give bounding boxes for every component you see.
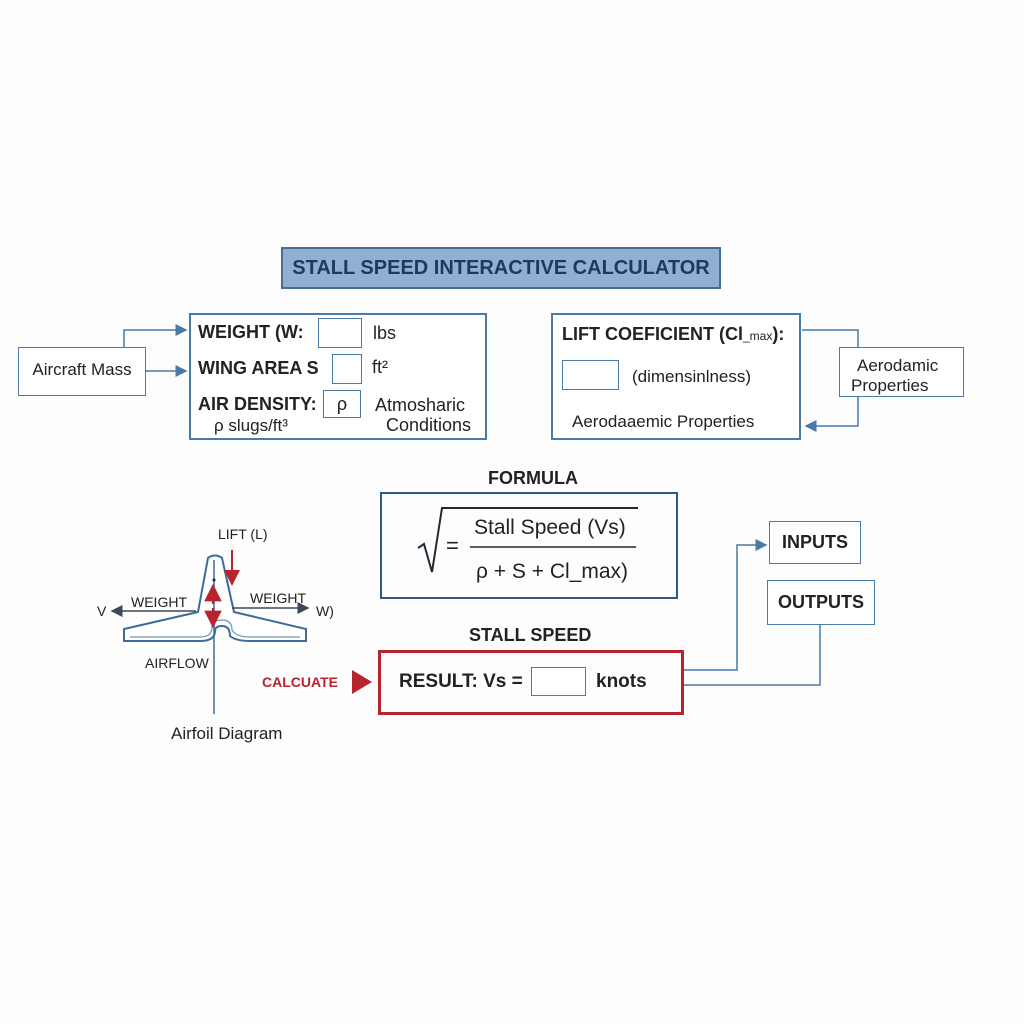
dimensionless-text: (dimensinlness) [632,367,752,386]
formula-box [380,492,678,599]
sqrt-symbol [417,507,638,573]
title-banner: STALL SPEED INTERACTIVE CALCULATOR [281,247,721,289]
airfoil-inner-line [130,619,300,638]
calculate-button[interactable]: CALCUATE [262,672,352,692]
inputs-button[interactable]: INPUTS [769,521,861,564]
result-label: RESULT: Vs = [399,671,523,692]
page-title: STALL SPEED INTERACTIVE CALCULATOR [292,257,710,279]
result-box [378,650,684,715]
aircraft-mass-label: Aircraft Mass [32,360,132,379]
weight-label: WEIGHT (W: [198,322,304,342]
airflow-label: AIRFLOW [145,655,209,671]
connector-lift-to-aero [802,329,859,348]
lift-coefficient-label: LIFT COEFICIENT (Cl_max): [562,324,784,345]
weight-right-label: WEIGHT [250,590,306,606]
weight-left-label: WEIGHT [131,594,187,610]
air-density-unit: ρ slugs/ft³ [214,416,288,435]
connector-result-to-inputs [684,539,768,671]
air-density-label: AIR DENSITY: [198,394,317,414]
air-density-input[interactable] [323,390,361,418]
lift-label-subscript: _max [742,329,773,343]
formula-heading: FORMULA [488,468,578,488]
airfoil-apex-dot [212,578,216,582]
lift-label-main: LIFT COEFICIENT (Cl [562,324,743,344]
formula-denominator: ρ + S + Cl_max) [476,560,628,583]
lift-label-end: ): [772,324,785,344]
connector-mass-to-weight [123,324,188,348]
airfoil-drawing [110,550,310,714]
wing-area-input[interactable] [332,354,362,384]
velocity-label: V [97,603,107,619]
weight-input[interactable] [318,318,362,348]
formula-equals: = [446,533,459,558]
lift-label: LIFT (L) [218,526,268,542]
wing-area-label: WING AREA S [198,358,319,378]
result-output[interactable] [531,667,586,696]
formula-numerator: Stall Speed (Vs) [474,516,626,539]
atmospheric-line-1: Atmosharic [375,395,466,415]
w-label: W) [316,603,334,619]
calculate-arrow-icon[interactable] [352,670,372,694]
stall-speed-heading: STALL SPEED [469,625,592,645]
aero-box-line-2: Properties [851,376,929,395]
connector-result-to-outputs [684,625,821,686]
result-unit: knots [596,671,647,692]
aero-box-line-1: Aerodamic [857,356,939,375]
aerodynamic-properties-box [839,347,964,397]
atmospheric-line-2: Conditions [386,415,472,435]
connector-aero-to-lift [804,397,859,432]
lift-panel-footer: Aerodaaemic Properties [572,412,755,431]
outputs-button[interactable]: OUTPUTS [767,580,875,625]
airfoil-caption: Airfoil Diagram [171,724,283,743]
weight-unit: lbs [373,323,397,343]
lift-coefficient-input[interactable] [562,360,619,390]
wing-area-unit: ft² [372,357,388,377]
aircraft-mass-box: Aircraft Mass [18,347,146,396]
